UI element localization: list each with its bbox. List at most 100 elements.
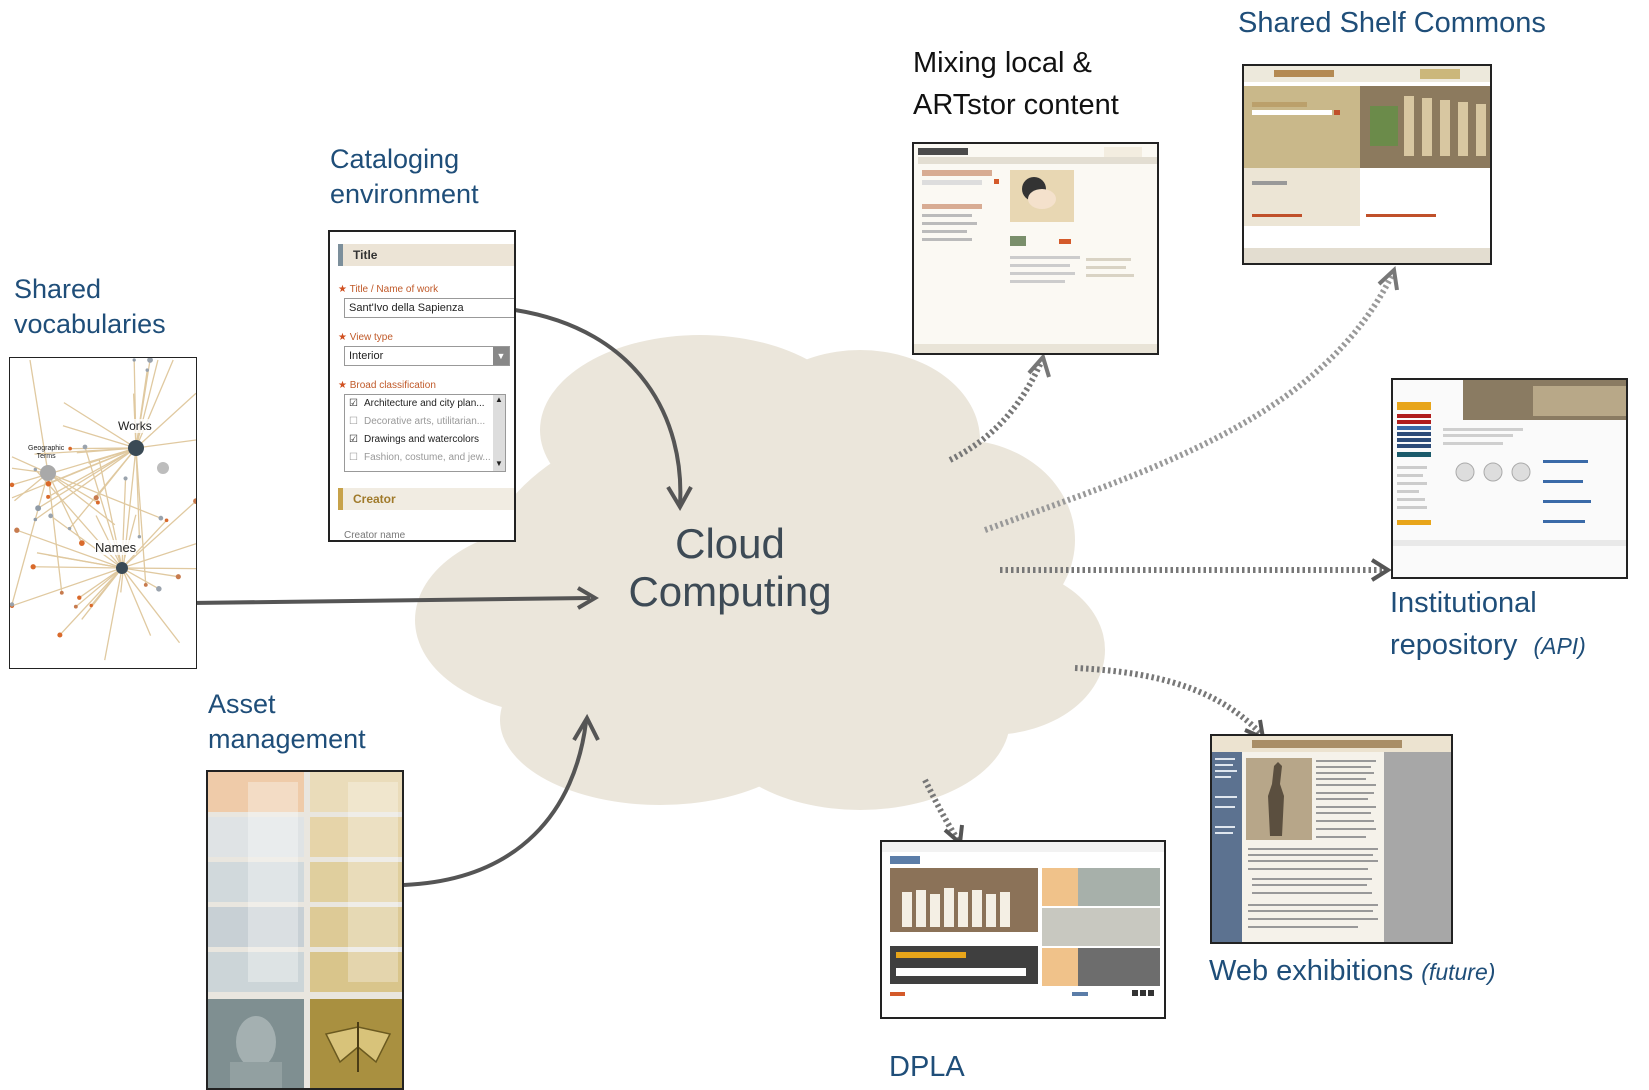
vocab-edge	[11, 472, 49, 605]
arrow-cloud-to-web-exhibitions	[1074, 665, 1265, 738]
arrow-cloud-to-dpla	[922, 778, 961, 842]
vocab-edge	[47, 472, 99, 504]
vocab-edge	[16, 529, 123, 569]
web-exhibitions-label-text: Web exhibitions	[1209, 955, 1414, 987]
vocab-edge	[29, 359, 49, 474]
arrow-asset-to-cloud	[403, 721, 588, 887]
vocab-edge	[47, 447, 137, 498]
cloud-title-line1: Cloud	[675, 520, 785, 567]
shared-vocab-label: Shared vocabularies	[14, 272, 166, 342]
class-listbox[interactable]: ☑ Architecture and city plan... ☐ Decorativ…	[344, 394, 506, 472]
shared-vocab-label-line2: vocabularies	[14, 309, 166, 339]
arrow-cloud-to-mixing	[948, 358, 1045, 463]
chevron-down-icon[interactable]: ▼	[493, 347, 509, 365]
vocab-node-dot	[68, 446, 72, 451]
vocab-node-dot	[14, 527, 20, 533]
vocab-node-dot	[143, 582, 148, 587]
class-option-label: Decorative arts, utilitarian...	[363, 416, 486, 427]
cataloging-form-thumbnail: Title ★ Title / Name of work Sant'Ivo de…	[328, 230, 516, 542]
class-option-row[interactable]: ☑Drawings and watercolors	[349, 434, 479, 445]
class-option-row[interactable]: ☑ Architecture and city plan...	[349, 398, 485, 409]
vocab-edge	[104, 567, 123, 661]
vocab-edge	[78, 567, 123, 599]
vocab-edge	[121, 567, 160, 590]
vocab-edge	[47, 472, 162, 519]
asset-label: Asset management	[208, 687, 366, 757]
arrow-cloud-to-shelf	[983, 273, 1395, 533]
vocab-node-dot	[73, 604, 78, 609]
repository-label-line2-wrap: repository (API)	[1390, 624, 1586, 667]
vocab-edge	[75, 567, 123, 608]
vocab-node-dot	[33, 467, 38, 472]
class-option-label: Fashion, costume, and jew...	[363, 452, 491, 463]
vocab-edge	[62, 425, 137, 449]
shelf-label: Shared Shelf Commons	[1238, 7, 1546, 39]
repository-label: Institutional repository (API)	[1390, 582, 1586, 667]
checkbox-icon[interactable]: ☐	[349, 452, 358, 463]
vocab-edge	[133, 359, 137, 449]
vocab-node-dot	[48, 513, 54, 519]
vocab-edge	[121, 519, 168, 569]
checkbox-checked-icon[interactable]: ☑	[349, 434, 358, 445]
vocab-node-dot	[77, 595, 82, 600]
vocab-node-dot	[59, 590, 64, 595]
checkbox-checked-icon[interactable]: ☑	[349, 398, 358, 409]
vocab-edge	[69, 447, 137, 529]
artstor-screenshot-thumbnail	[912, 142, 1159, 355]
repository-label-line2: repository	[1390, 629, 1518, 661]
cataloging-label-line2: environment	[330, 179, 479, 209]
vocab-edge	[135, 439, 196, 449]
asset-stack-graphic	[208, 772, 402, 1088]
vocab-node-dot	[123, 476, 128, 481]
vocab-node-dot	[45, 480, 52, 487]
scroll-down-icon[interactable]: ▼	[495, 459, 503, 468]
class-option-row[interactable]: ☐ Fashion, costume, and jew...	[349, 452, 491, 463]
class-option-label: Architecture and city plan...	[363, 398, 485, 409]
vocab-edge	[135, 359, 151, 449]
vocab-edge	[47, 472, 63, 593]
checkbox-icon[interactable]: ☐	[349, 416, 358, 427]
vocab-node-dot	[132, 358, 136, 362]
vocab-edge	[50, 515, 123, 569]
vocab-node-dot	[10, 482, 15, 488]
field-view-label-text: View type	[349, 332, 393, 343]
cataloging-label-line1: Cataloging	[330, 144, 460, 174]
vocab-node-dot	[79, 540, 85, 546]
arrow-catalog-to-cloud	[514, 308, 683, 506]
vocab-node-dot	[10, 602, 15, 607]
field-title-label-text: Title / Name of work	[349, 284, 439, 295]
shelf-page-graphic	[1244, 66, 1490, 263]
listbox-scrollbar[interactable]: ▲ ▼	[493, 395, 505, 471]
cloud-title-line2: Computing	[628, 568, 832, 615]
vocab-network-graph	[10, 358, 196, 661]
vocab-node-dot	[57, 632, 63, 638]
node-geo-label: Geographic Terms	[28, 445, 65, 460]
class-option-row[interactable]: ☐ Decorative arts, utilitarian...	[349, 416, 485, 427]
vocab-node-dot	[30, 564, 36, 570]
mixing-label: Mixing local & ARTstor content	[913, 42, 1119, 126]
vocab-node-dot	[93, 495, 99, 501]
vocab-edge	[47, 472, 83, 544]
repository-label-line1: Institutional	[1390, 587, 1537, 619]
scroll-up-icon[interactable]: ▲	[495, 395, 503, 404]
vocab-node-dot	[193, 498, 196, 504]
vocab-edge	[33, 566, 123, 569]
vocab-edge	[59, 567, 123, 636]
vocab-edge	[121, 567, 196, 570]
shelf-screenshot-thumbnail	[1242, 64, 1492, 265]
field-class-label: ★ Broad classification	[338, 380, 436, 391]
vocab-node-dot	[67, 526, 72, 531]
node-names-label: Names	[95, 540, 137, 555]
vocab-node-dot	[147, 358, 153, 363]
field-view-select[interactable]: Interior ▼	[344, 346, 510, 366]
field-title-input[interactable]: Sant'Ivo della Sapienza	[344, 298, 514, 318]
vocab-node-dot	[33, 517, 38, 522]
vocab-node-dot	[158, 515, 164, 521]
vocab-node-dot	[164, 518, 169, 523]
creator-name-label: Creator name	[344, 530, 406, 541]
vocab-edge	[47, 472, 116, 526]
vocab-edge	[121, 567, 152, 636]
vocab-node-dot	[175, 574, 181, 580]
dpla-screenshot-thumbnail	[880, 840, 1166, 1019]
